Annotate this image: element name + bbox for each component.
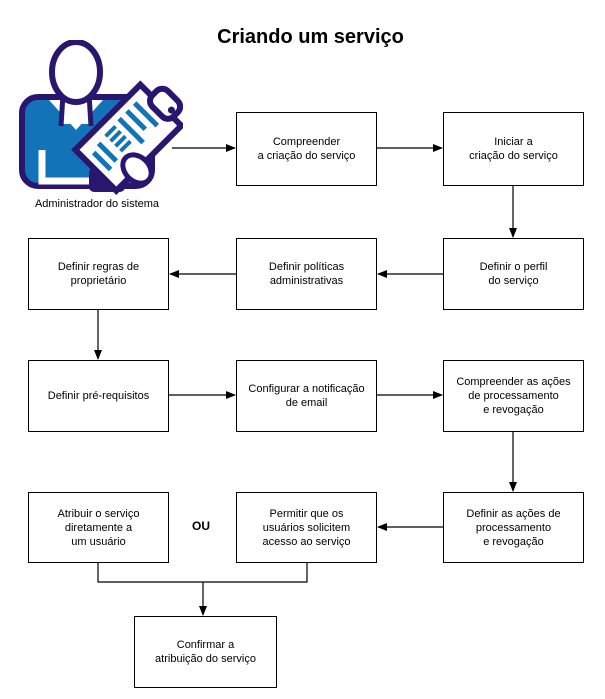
administrator-icon [19, 40, 183, 195]
person-hand [120, 152, 154, 186]
flow-node-define-prerequisites: Definir pré-requisitos [28, 360, 169, 432]
flow-node-allow-user-requests: Permitir que os usuários solicitem acess… [236, 492, 377, 563]
flow-node-understand-creation: Compreender a criação do serviço [236, 112, 377, 186]
page-title: Criando um serviço [217, 26, 404, 48]
person-arm [38, 150, 91, 185]
flow-node-configure-email-notification: Configurar a notificação de email [236, 360, 377, 432]
clipboard-tick-marks [104, 124, 132, 153]
connector-merge [97, 563, 308, 583]
flow-node-confirm-assignment: Confirmar a atribuição do serviço [134, 616, 277, 688]
flow-node-define-owner-rules: Definir regras de proprietário [28, 238, 169, 310]
person-head [49, 40, 103, 105]
flow-node-assign-directly: Atribuir o serviço diretamente a um usuá… [28, 492, 169, 563]
flow-node-define-profile: Definir o perfil do serviço [443, 238, 584, 310]
actor-label: Administrador do sistema [34, 198, 160, 210]
flow-node-define-admin-policies: Definir políticas administrativas [236, 238, 377, 310]
or-connector-label: OU [192, 519, 210, 533]
clipboard-text-lines [117, 101, 160, 145]
flow-node-start-creation: Iniciar a criação do serviço [443, 112, 584, 186]
clipboard-icon [71, 80, 183, 195]
flow-node-understand-provisioning-actions: Compreender as ações de processamento e … [443, 360, 584, 432]
flow-node-define-provisioning-actions: Definir as ações de processamento e revo… [443, 492, 584, 563]
